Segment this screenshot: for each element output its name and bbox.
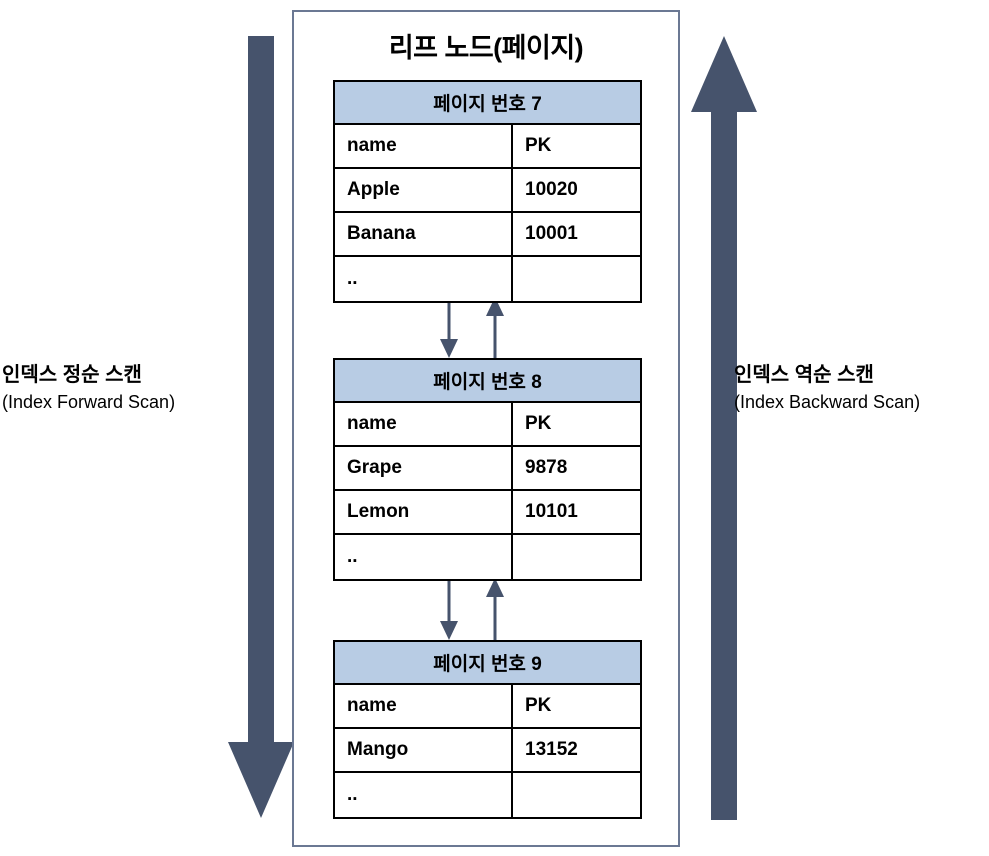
cell-pk: [513, 257, 640, 301]
table-row-header-columns: name PK: [335, 403, 640, 447]
page-table-8-header: 페이지 번호 8: [335, 360, 640, 403]
page-table-8: 페이지 번호 8 name PK Grape 9878 Lemon 10101 …: [333, 358, 642, 581]
table-row: ..: [335, 257, 640, 301]
page-link-next-arrow-7-to-8: [440, 297, 458, 358]
column-header-pk: PK: [525, 135, 552, 156]
label-backward-english: (Index Backward Scan): [734, 392, 921, 412]
cell-name: Lemon: [335, 491, 513, 533]
cell-name: ..: [335, 773, 513, 817]
table-row: Grape 9878: [335, 447, 640, 491]
table-row: ..: [335, 773, 640, 817]
cell-pk: 13152: [525, 739, 578, 760]
column-header-name: name: [335, 685, 513, 727]
label-index-backward-scan: 인덱스 역순 스캔 (Index Backward Scan): [734, 362, 920, 415]
index-forward-scan-arrow-down: [228, 36, 294, 818]
page-table-9: 페이지 번호 9 name PK Mango 13152 ..: [333, 640, 642, 819]
page-title: 리프 노드(페이지): [388, 33, 584, 63]
table-row-header-columns: name PK: [335, 125, 640, 169]
column-header-pk: PK: [525, 413, 552, 434]
table-row: Apple 10020: [335, 169, 640, 213]
index-backward-scan-arrow-up: [691, 36, 757, 820]
cell-name: Grape: [335, 447, 513, 489]
table-row: Banana 10001: [335, 213, 640, 257]
cell-name: Apple: [335, 169, 513, 211]
table-row: Lemon 10101: [335, 491, 640, 535]
label-backward-korean: 인덱스 역순 스캔: [734, 364, 874, 386]
label-index-forward-scan: 인덱스 정순 스캔 (Index Forward Scan): [2, 362, 175, 415]
cell-name: Banana: [335, 213, 513, 255]
cell-pk: [513, 535, 640, 579]
label-forward-english: (Index Forward Scan): [2, 392, 176, 412]
page-link-next-arrow-8-to-9: [440, 578, 458, 640]
table-row: Mango 13152: [335, 729, 640, 773]
cell-pk: 9878: [525, 457, 568, 478]
cell-pk: 10020: [525, 179, 578, 200]
table-row: ..: [335, 535, 640, 579]
column-header-name: name: [335, 125, 513, 167]
column-header-name: name: [335, 403, 513, 445]
cell-name: Mango: [335, 729, 513, 771]
page-table-7-header: 페이지 번호 7: [335, 82, 640, 125]
page-link-prev-arrow-9-to-8: [486, 578, 504, 640]
page-table-7: 페이지 번호 7 name PK Apple 10020 Banana 1000…: [333, 80, 642, 303]
cell-pk: 10101: [525, 501, 578, 522]
page-table-9-header: 페이지 번호 9: [335, 642, 640, 685]
cell-name: ..: [335, 257, 513, 301]
label-forward-korean: 인덱스 정순 스캔: [2, 364, 142, 386]
cell-pk: [513, 773, 640, 817]
page-link-prev-arrow-8-to-7: [486, 297, 504, 358]
table-row-header-columns: name PK: [335, 685, 640, 729]
cell-pk: 10001: [525, 223, 578, 244]
column-header-pk: PK: [525, 695, 552, 716]
cell-name: ..: [335, 535, 513, 579]
